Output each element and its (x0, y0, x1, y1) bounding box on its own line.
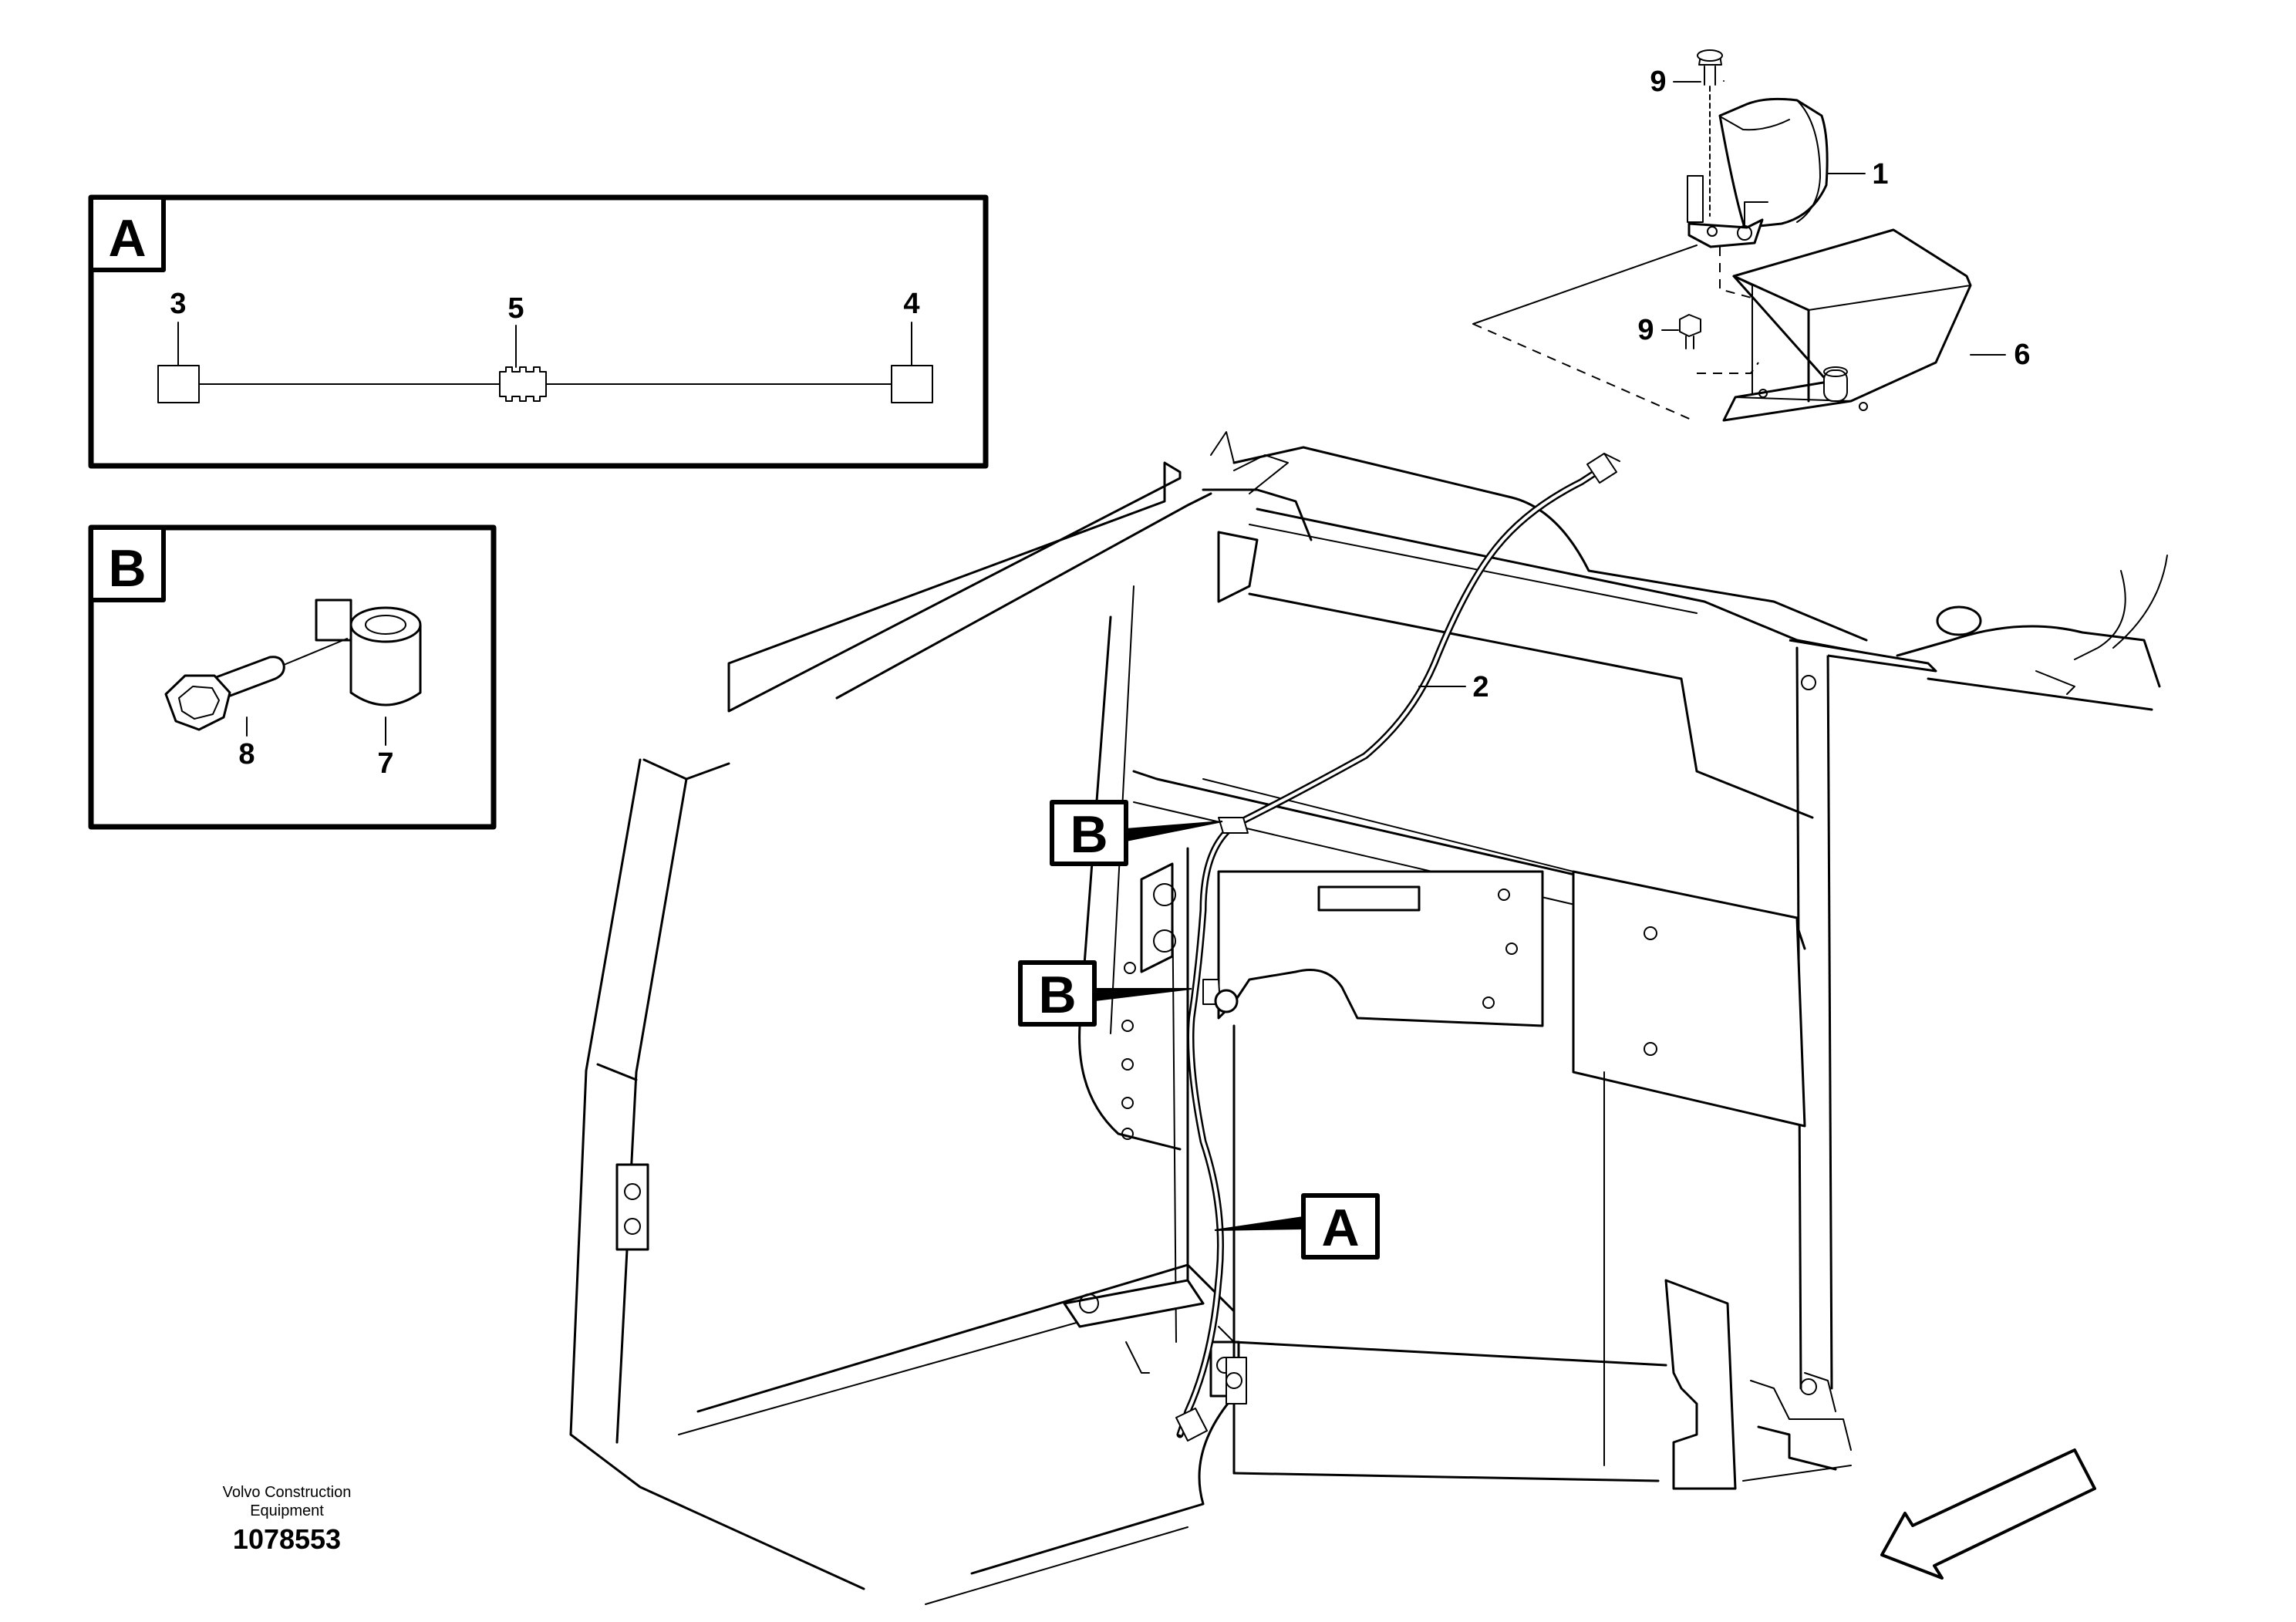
callout-4: 4 (903, 288, 919, 320)
callout-8: 8 (238, 738, 255, 771)
work-lamp-assembly (1472, 49, 1972, 422)
marker-a-cable: A (1301, 1193, 1380, 1259)
direction-arrow (1880, 1448, 2096, 1580)
callout-5: 5 (507, 292, 524, 325)
callout-7: 7 (377, 747, 393, 780)
company-name-line1: Volvo Construction (223, 1484, 352, 1501)
svg-text:A: A (1321, 1199, 1359, 1257)
detail-b-letter: B (108, 539, 146, 598)
callout-leaders (1094, 80, 2006, 1231)
callout-9-top: 9 (1650, 66, 1666, 98)
detail-a-panel: A 3 5 4 (88, 194, 989, 469)
detail-a-letter: A (108, 209, 146, 268)
callout-2: 2 (1472, 671, 1489, 703)
cable-schematic (157, 322, 933, 403)
company-name-line2: Equipment (250, 1502, 324, 1519)
detail-b-panel: B 8 7 (88, 524, 497, 830)
svg-text:B: B (1070, 805, 1108, 864)
connector-left (157, 365, 200, 403)
callout-1: 1 (1872, 158, 1888, 191)
callout-3: 3 (170, 288, 186, 320)
bolt-illustration (164, 638, 348, 731)
marker-b-upper: B (1050, 800, 1128, 866)
cab-frame-illustration (569, 431, 2168, 1605)
callout-6: 6 (2014, 339, 2030, 371)
clamp-illustration (349, 606, 422, 706)
marker-b-lower: B (1018, 960, 1097, 1027)
cable-splice (499, 366, 547, 402)
callout-9-mid: 9 (1637, 314, 1654, 346)
svg-text:B: B (1038, 966, 1076, 1024)
drawing-number: 1078553 (233, 1523, 341, 1555)
connector-right (891, 365, 933, 403)
